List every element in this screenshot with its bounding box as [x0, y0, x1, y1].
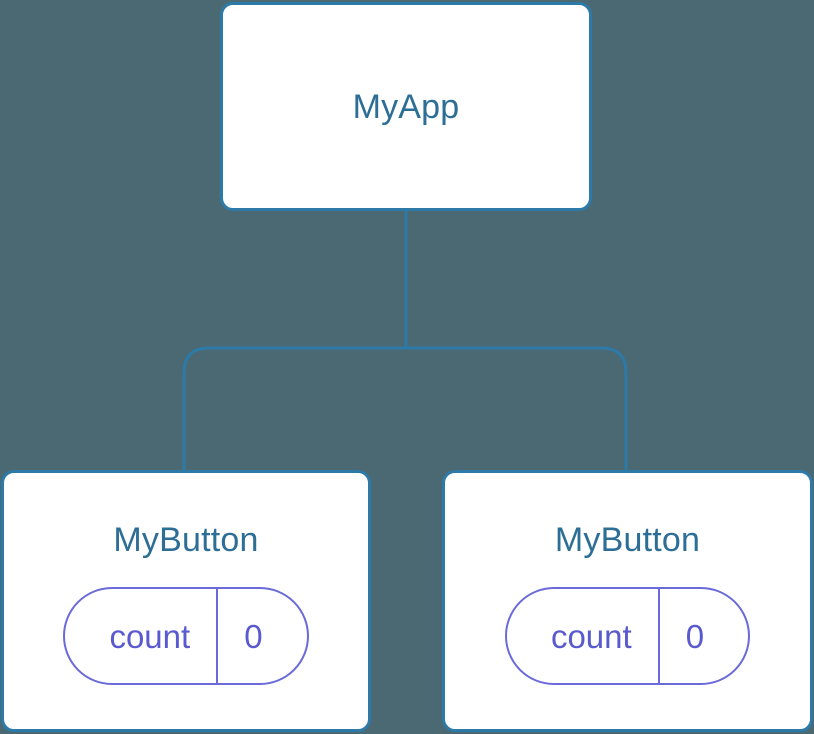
- tree-node-mybutton-1[interactable]: MyButton count 0: [442, 470, 813, 732]
- edge-root-to-child-1: [406, 346, 628, 470]
- state-chip-divider: [216, 589, 219, 683]
- state-chip-value: 0: [685, 617, 705, 655]
- node-title: MyButton: [554, 521, 701, 559]
- edge-root-to-child-0: [182, 346, 406, 470]
- state-chip-count[interactable]: count 0: [504, 587, 751, 685]
- state-chip-divider: [657, 589, 660, 683]
- state-chip-key: count: [109, 617, 191, 655]
- state-chip-value: 0: [244, 617, 263, 655]
- state-chip-count[interactable]: count 0: [63, 587, 309, 685]
- tree-node-myapp[interactable]: MyApp: [220, 2, 592, 211]
- state-chip-key: count: [550, 617, 632, 655]
- tree-node-mybutton-0[interactable]: MyButton count 0: [1, 470, 371, 732]
- node-title: MyButton: [113, 521, 259, 559]
- node-title: MyApp: [352, 87, 460, 126]
